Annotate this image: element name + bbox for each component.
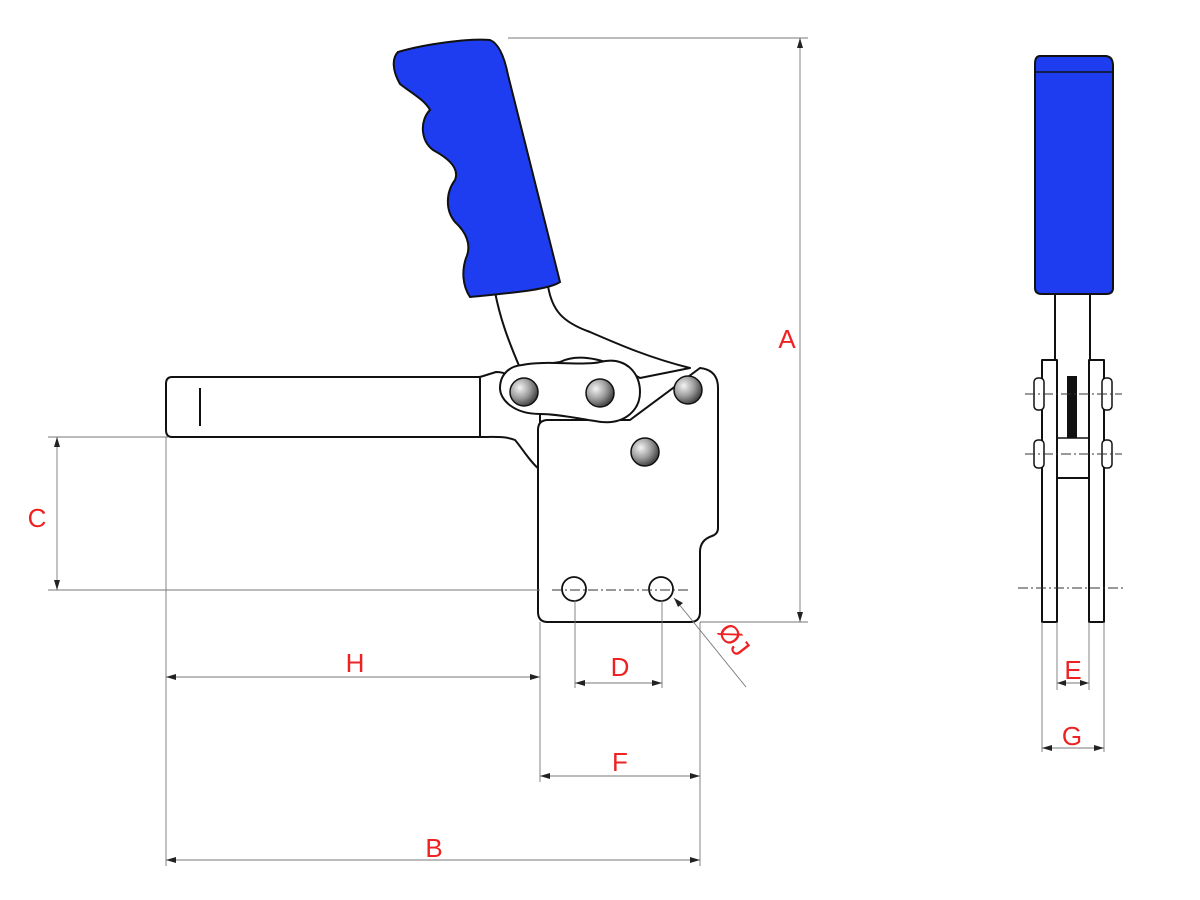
front-view: E G (1018, 55, 1124, 752)
pivot-bolt-lower (630, 437, 660, 467)
dimension-h (166, 674, 540, 680)
front-side-plate-left (1041, 359, 1058, 623)
mounting-hole-left (561, 576, 587, 602)
dimension-label-j: ØJ (712, 617, 756, 662)
dimension-label-h: H (346, 648, 365, 678)
dimension-label-c: C (28, 503, 47, 533)
pivot-bolt-middle (585, 378, 615, 408)
side-view: A C H D (28, 37, 808, 866)
handle-arm (494, 285, 691, 379)
dimension-label-b: B (425, 833, 442, 863)
mounting-hole-right (648, 576, 674, 602)
dimension-e (1057, 680, 1089, 686)
dimension-c (48, 436, 540, 591)
front-handle-grip (1034, 55, 1114, 295)
pivot-bolt-left (509, 377, 539, 407)
pivot-bolt-right (673, 375, 703, 405)
front-side-plate-right (1088, 359, 1105, 623)
dimension-label-e: E (1064, 655, 1081, 685)
dimension-b (166, 857, 700, 863)
base-body (537, 367, 719, 623)
clamp-bar (165, 375, 495, 438)
dimension-g (1042, 745, 1104, 751)
dimension-label-g: G (1062, 721, 1082, 751)
handle-grip (392, 38, 562, 299)
dimension-f (540, 773, 700, 779)
dimension-label-a: A (778, 324, 796, 354)
dimension-label-d: D (611, 652, 630, 682)
dimension-a (508, 37, 808, 623)
front-pivot-washer (1067, 376, 1077, 438)
dimension-d (575, 680, 662, 686)
dimension-j-leader (673, 597, 747, 688)
dimension-label-f: F (612, 747, 628, 777)
